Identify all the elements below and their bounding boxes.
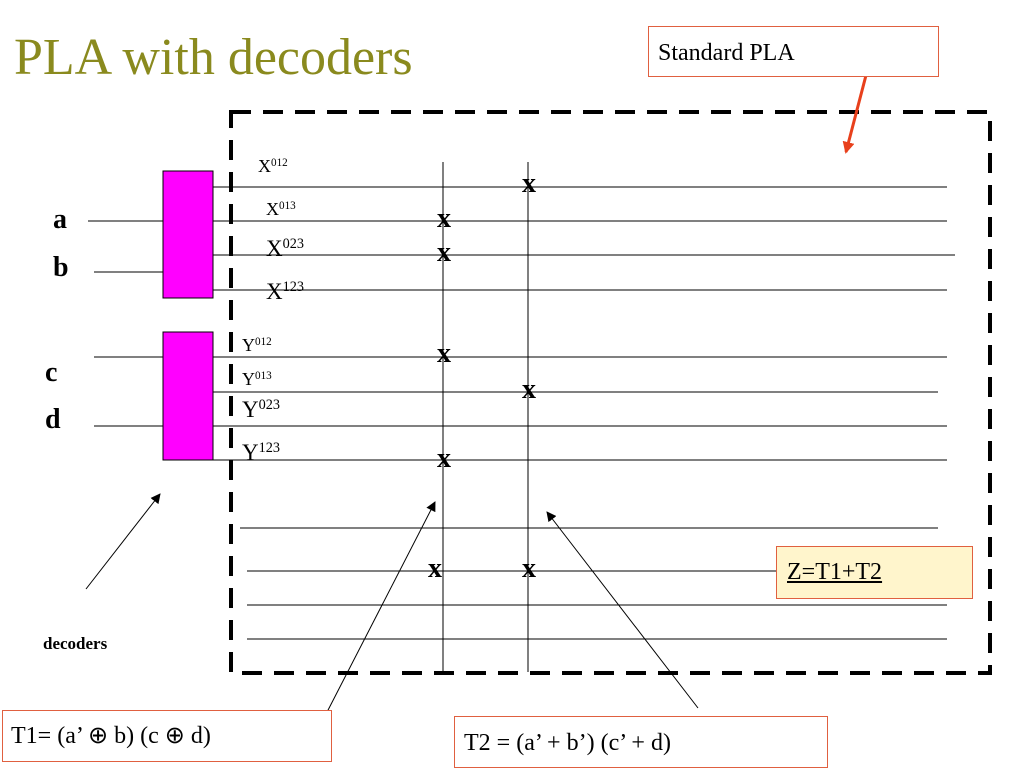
t1-equation-box: T1= (a’ ⊕ b) (c ⊕ d) — [2, 710, 332, 762]
standard-pla-callout: Standard PLA — [648, 26, 939, 77]
t2-arrow — [546, 511, 699, 709]
z-equation-box: Z=T1+T2 — [776, 546, 973, 599]
cross-mark-t1-output: x — [428, 553, 442, 584]
cross-mark-t1-y012: x — [437, 338, 451, 369]
decoder-ab — [162, 170, 214, 299]
input-label-a: a — [53, 204, 67, 235]
input-label-c: c — [45, 357, 58, 388]
t2-equation-box: T2 = (a’ + b’) (c’ + d) — [454, 716, 828, 768]
label-x012: X012 — [258, 156, 288, 176]
cross-mark-t2-output: x — [522, 553, 536, 584]
standard-pla-boundary — [229, 110, 992, 675]
decoders-label: decoders — [43, 634, 108, 653]
cross-mark-t1-x023: x — [437, 237, 451, 268]
cross-mark-t2-y013: x — [522, 374, 536, 405]
page-title: PLA with decoders — [14, 29, 413, 86]
label-x123: X123 — [266, 279, 304, 304]
label-x013: X013 — [266, 199, 296, 219]
t1-arrow — [324, 501, 436, 717]
label-y023: Y023 — [242, 397, 280, 422]
decoder-cd — [162, 331, 214, 461]
label-y013: Y013 — [242, 369, 272, 389]
decoders-arrow — [85, 493, 161, 590]
cross-mark-t1-x013: x — [437, 203, 451, 234]
cross-mark-t2-x012: x — [522, 168, 536, 199]
input-label-d: d — [45, 404, 61, 435]
label-x023: X023 — [266, 236, 304, 261]
label-y012: Y012 — [242, 335, 272, 355]
input-label-b: b — [53, 252, 69, 283]
label-y123: Y123 — [242, 440, 280, 465]
cross-mark-t1-y123: x — [437, 443, 451, 474]
